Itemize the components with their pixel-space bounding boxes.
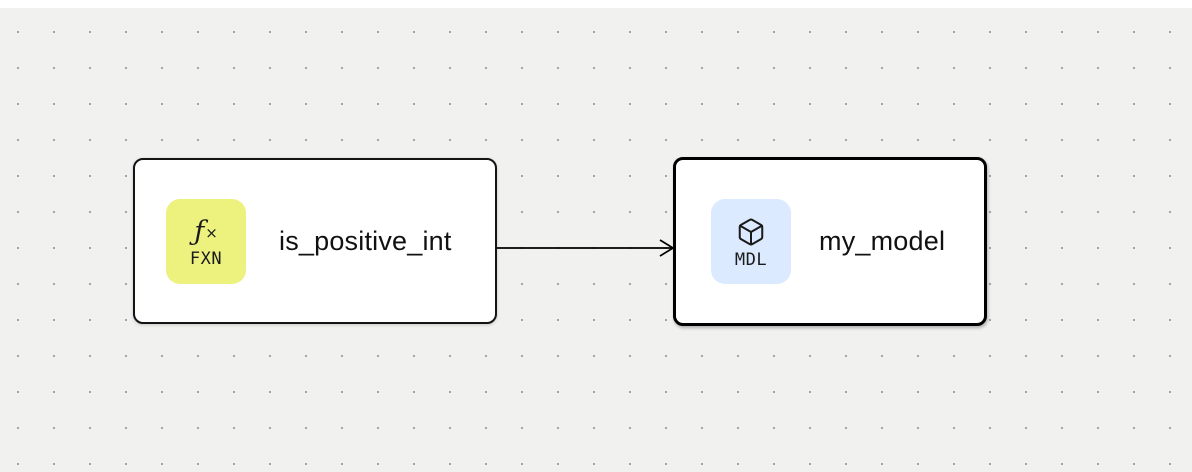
function-badge-label: FXN xyxy=(189,249,223,269)
function-icon-f: ƒ xyxy=(194,215,205,247)
node-my-model[interactable]: MDL my_model xyxy=(673,157,987,326)
node-label: my_model xyxy=(819,226,946,256)
model-type-badge: MDL xyxy=(711,199,791,284)
canvas-top-edge xyxy=(0,0,1192,8)
model-badge-label: MDL xyxy=(734,249,768,270)
function-type-badge: ƒ × FXN xyxy=(166,198,246,284)
cube-icon xyxy=(736,215,766,249)
function-icon-x: × xyxy=(205,223,218,242)
edge-connector[interactable] xyxy=(497,236,677,260)
node-label: is_positive_int xyxy=(279,225,452,256)
function-icon: ƒ × xyxy=(194,214,218,248)
node-is-positive-int[interactable]: ƒ × FXN is_positive_int xyxy=(133,158,497,324)
